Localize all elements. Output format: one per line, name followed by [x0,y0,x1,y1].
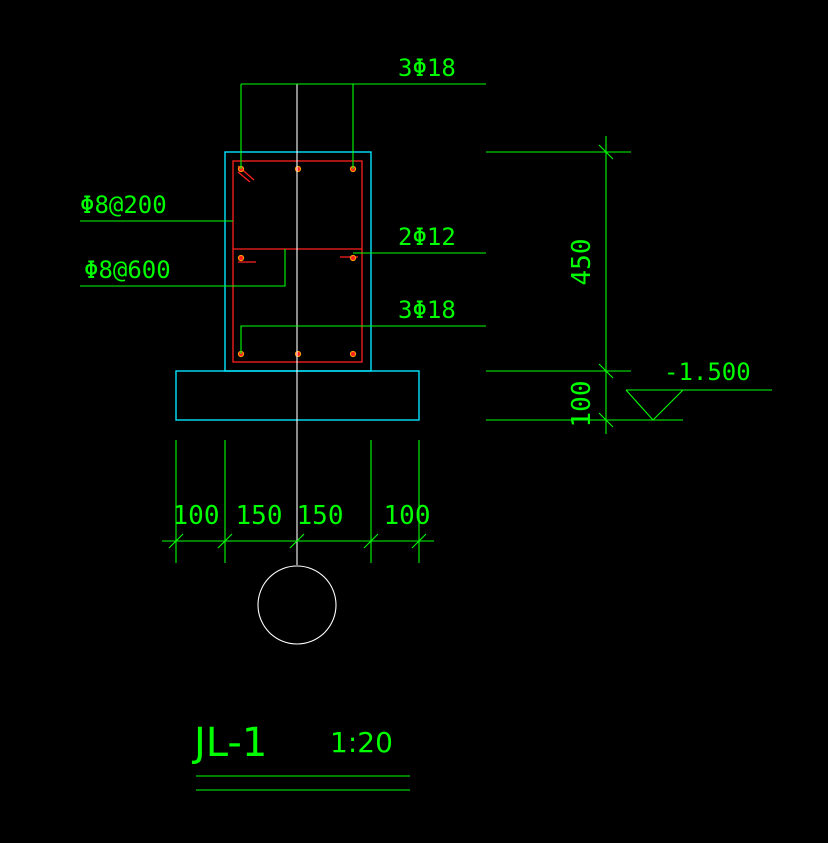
tick-h-3 [289,533,305,549]
axis-bubble [257,565,337,645]
side-bar-right [349,254,357,262]
tick-h-1 [168,533,184,549]
dim-bed-thickness: 100 [567,381,597,428]
tick-top [598,144,614,160]
tick-h-5 [411,533,427,549]
stirrup-hook [237,171,251,183]
label-top-bars: 3Φ18 [398,54,456,82]
dimension-lines [80,83,772,791]
dim-right-ext: 100 [384,501,431,531]
leader-tie [80,249,286,287]
label-side-bars: 2Φ12 [398,223,456,251]
tick-h-4 [363,533,379,549]
top-bar-mid [294,165,302,173]
label-stirrup: Φ8@200 [80,191,167,219]
tick-bottom [598,412,614,428]
axis [257,84,337,645]
dim-beam-height: 450 [567,239,597,286]
tick-h-2 [217,533,233,549]
bottom-bar-right [349,350,357,358]
elevation-triangle [625,389,684,421]
tick-mid [598,363,614,379]
label-tie: Φ8@600 [84,256,171,284]
label-elevation: -1.500 [664,358,751,386]
dim-right-half: 150 [297,501,344,531]
bottom-bar-mid [294,350,302,358]
dim-left-ext: 100 [173,501,220,531]
leader-bottom-bars [240,325,486,354]
side-bar-left [237,254,245,262]
annotations: 3Φ18 Φ8@200 Φ8@600 2Φ12 3Φ18 -1.500 450 … [80,54,751,766]
drawing-title: JL-1 [191,720,267,766]
label-bottom-bars: 3Φ18 [398,296,456,324]
drawing-scale: 1:20 [330,726,393,759]
dim-left-half: 150 [236,501,283,531]
